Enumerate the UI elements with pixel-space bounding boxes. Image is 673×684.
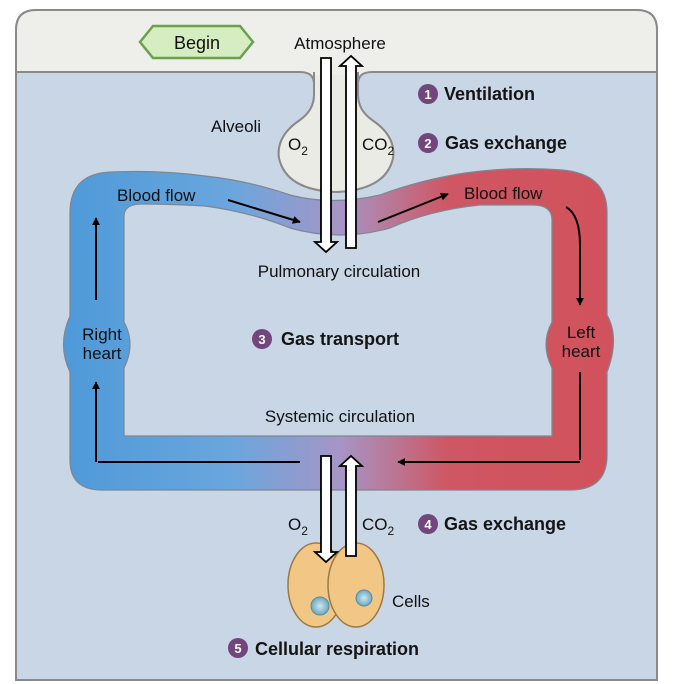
pulmonary-circulation-label: Pulmonary circulation — [258, 262, 421, 281]
atmosphere-label: Atmosphere — [294, 34, 386, 53]
atmosphere-gap-cover — [315, 69, 357, 75]
step-1: 1 Ventilation — [418, 84, 535, 104]
blood-flow-label-right: Blood flow — [464, 184, 543, 203]
o2-arrow-lungs — [312, 57, 340, 254]
systemic-circulation-label: Systemic circulation — [265, 407, 415, 426]
step-4-number: 4 — [424, 517, 432, 532]
begin-label: Begin — [174, 33, 220, 53]
co2-arrow-tissue — [337, 454, 365, 557]
step-1-number: 1 — [424, 87, 431, 102]
circulation-loop — [62, 167, 615, 491]
flow-arrow-to-left-heart — [565, 206, 584, 306]
step-1-label: Ventilation — [444, 84, 535, 104]
o2-label-lungs: O2 — [288, 135, 308, 158]
o2-arrow-tissue — [312, 455, 340, 564]
step-2-label: Gas exchange — [445, 133, 567, 153]
left-heart-label-line2: heart — [562, 342, 601, 361]
co2-label-tissue: CO2 — [362, 515, 395, 538]
alveoli-label: Alveoli — [211, 117, 261, 136]
step-5-number: 5 — [234, 641, 241, 656]
step-2: 2 Gas exchange — [418, 133, 567, 153]
step-3: 3 Gas transport — [252, 329, 399, 349]
begin-badge: Begin — [138, 24, 255, 60]
left-heart-label-line1: Left — [567, 323, 596, 342]
flow-arrow-from-pulmonary — [377, 192, 449, 223]
right-heart-label-line1: Right — [82, 325, 122, 344]
step-4: 4 Gas exchange — [418, 514, 566, 534]
step-5-label: Cellular respiration — [255, 639, 419, 659]
cells-label: Cells — [392, 592, 430, 611]
alveoli-sac — [277, 72, 395, 194]
right-heart-label-line2: heart — [83, 344, 122, 363]
step-4-label: Gas exchange — [444, 514, 566, 534]
co2-arrow-lungs — [337, 54, 365, 249]
flow-arrow-to-pulmonary — [227, 199, 301, 224]
cells — [287, 542, 385, 628]
co2-label-lungs: CO2 — [362, 135, 395, 158]
step-3-label: Gas transport — [281, 329, 399, 349]
step-5: 5 Cellular respiration — [228, 638, 419, 659]
o2-label-tissue: O2 — [288, 515, 308, 538]
step-3-number: 3 — [258, 332, 265, 347]
step-2-number: 2 — [424, 136, 431, 151]
blood-flow-label-left: Blood flow — [117, 186, 196, 205]
